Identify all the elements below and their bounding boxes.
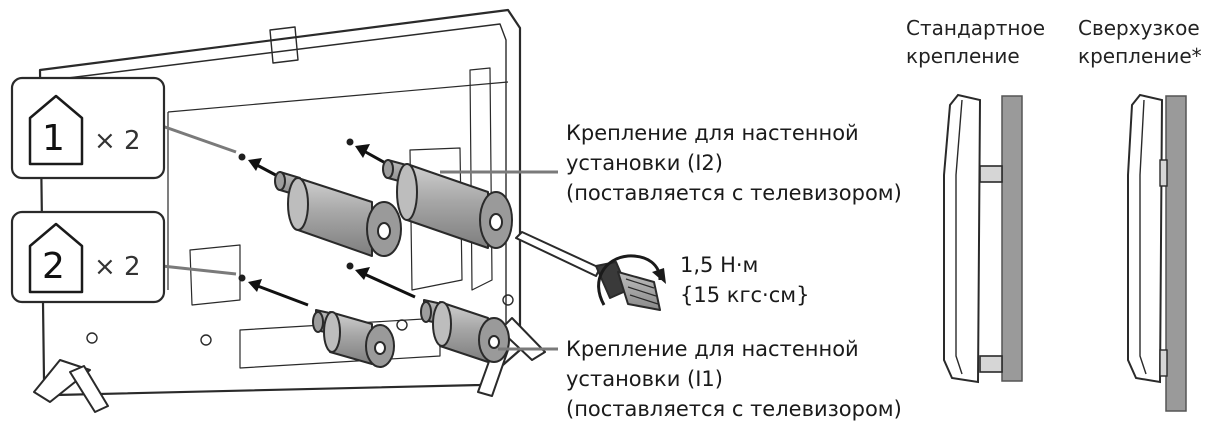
mount-profile-slim xyxy=(1127,93,1187,412)
leader-lines xyxy=(161,124,558,351)
torque-line2: {15 кгс·см} xyxy=(680,283,810,307)
callout-top-line3: (поставляется с телевизором) xyxy=(566,181,902,205)
badge-1-number: 1 xyxy=(42,118,65,159)
callout-bottom-line3: (поставляется с телевизором) xyxy=(566,397,902,421)
badge-1-multiplier: × 2 xyxy=(94,126,141,156)
callout-top-line1: Крепление для настенной xyxy=(566,121,859,145)
house-icon-1 xyxy=(28,94,84,166)
heading-standard-line2: крепление xyxy=(906,44,1020,68)
heading-slim-mount: Сверхузкое крепление* xyxy=(1078,14,1202,70)
screw-holes xyxy=(238,138,354,282)
callout-bottom: Крепление для настенной установки (I1) (… xyxy=(566,334,902,424)
callout-bottom-line1: Крепление для настенной xyxy=(566,337,859,361)
insert-arrows xyxy=(248,144,416,307)
rotation-arrow-icon xyxy=(597,254,666,306)
callout-top-line2: установки (I2) xyxy=(566,151,723,175)
bracket-lower-right xyxy=(420,299,510,363)
bracket-upper-left xyxy=(274,171,402,257)
callout-top: Крепление для настенной установки (I2) (… xyxy=(566,118,902,208)
screwdriver-icon xyxy=(515,231,661,311)
heading-standard-mount: Стандартное крепление xyxy=(906,14,1045,70)
torque-line1: 1,5 Н·м xyxy=(680,253,759,277)
heading-slim-line1: Сверхузкое xyxy=(1078,16,1200,40)
heading-slim-line2: крепление* xyxy=(1078,44,1202,68)
badge-house-icons xyxy=(28,94,84,294)
callout-bottom-line2: установки (I1) xyxy=(566,367,723,391)
mount-brackets xyxy=(274,159,513,368)
heading-standard-line1: Стандартное xyxy=(906,16,1045,40)
badge-2-number: 2 xyxy=(42,246,65,287)
bracket-upper-right xyxy=(382,159,513,249)
mount-profile-standard xyxy=(943,93,1023,384)
torque-label: 1,5 Н·м {15 кгс·см} xyxy=(680,250,809,310)
bracket-lower-left xyxy=(312,309,395,368)
badge-2-multiplier: × 2 xyxy=(94,252,141,282)
house-icon-2 xyxy=(28,222,84,294)
